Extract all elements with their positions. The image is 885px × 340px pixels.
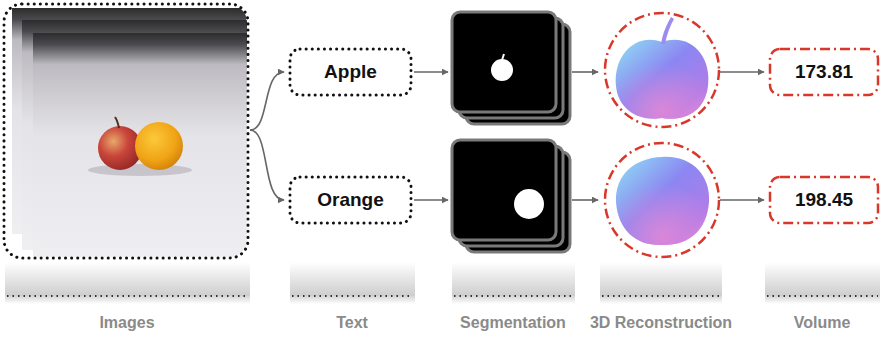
column-bar bbox=[452, 296, 575, 304]
column-bar bbox=[5, 296, 250, 304]
orange-photo bbox=[135, 122, 183, 170]
column-bars bbox=[5, 262, 880, 304]
column-label: Volume bbox=[794, 314, 851, 332]
column-label: Images bbox=[99, 314, 154, 332]
reconstruction-ring bbox=[605, 143, 719, 257]
apple-stem bbox=[115, 117, 119, 128]
text-prompt-box: Orange bbox=[288, 175, 413, 225]
volume-box: 173.81 bbox=[768, 47, 880, 97]
node-label: Apple bbox=[324, 61, 377, 83]
apple-mesh bbox=[616, 17, 709, 119]
photo-front bbox=[33, 33, 247, 257]
column-bar bbox=[290, 296, 415, 304]
flow-arrow bbox=[720, 199, 764, 201]
flow-arrow bbox=[572, 71, 598, 73]
column-dots bbox=[454, 295, 573, 297]
fruit-shadow bbox=[88, 164, 192, 176]
node-label: 198.45 bbox=[795, 189, 853, 211]
column-dots bbox=[602, 295, 720, 297]
column-bar bbox=[765, 296, 880, 304]
column-label: Text bbox=[336, 314, 368, 332]
flow-arrow bbox=[414, 71, 448, 73]
photo-stack bbox=[12, 8, 247, 257]
mesh-shade bbox=[616, 157, 709, 245]
volume-box: 198.45 bbox=[768, 175, 880, 225]
images-frame bbox=[4, 4, 248, 258]
column-bar bbox=[5, 262, 250, 296]
column-dots bbox=[7, 295, 248, 297]
flow-arrow bbox=[720, 71, 764, 73]
mesh-body bbox=[616, 157, 709, 245]
column-bar bbox=[600, 296, 722, 304]
mask-frame bbox=[452, 140, 556, 240]
split-arrow bbox=[250, 72, 284, 130]
column-bar bbox=[600, 262, 722, 296]
node-label: 173.81 bbox=[795, 61, 853, 83]
apple-mask bbox=[491, 59, 513, 81]
node-border bbox=[290, 177, 411, 223]
column-label: Segmentation bbox=[460, 314, 566, 332]
column-bar bbox=[290, 262, 415, 296]
apple-mask-stem bbox=[502, 54, 504, 60]
flow-arrow bbox=[572, 199, 598, 201]
node-border bbox=[770, 177, 878, 223]
column-dots bbox=[767, 295, 878, 297]
column-label: 3D Reconstruction bbox=[590, 314, 732, 332]
mask-stack bbox=[452, 12, 570, 124]
mask-frame bbox=[452, 12, 556, 112]
text-prompt-box: Apple bbox=[288, 47, 413, 97]
mesh-shade bbox=[616, 40, 709, 119]
node-border bbox=[770, 49, 878, 95]
split-arrow bbox=[250, 130, 284, 200]
reconstruction-ring bbox=[605, 13, 719, 127]
column-bar bbox=[765, 262, 880, 296]
mesh-stem bbox=[661, 17, 674, 44]
orange-mesh bbox=[616, 157, 709, 245]
mask-stack bbox=[452, 140, 570, 252]
column-bar bbox=[452, 262, 575, 296]
column-dots bbox=[292, 295, 413, 297]
node-border bbox=[290, 49, 411, 95]
node-label: Orange bbox=[317, 189, 384, 211]
flow-arrow bbox=[414, 199, 448, 201]
orange-mask bbox=[514, 189, 544, 219]
mesh-body bbox=[616, 40, 709, 119]
